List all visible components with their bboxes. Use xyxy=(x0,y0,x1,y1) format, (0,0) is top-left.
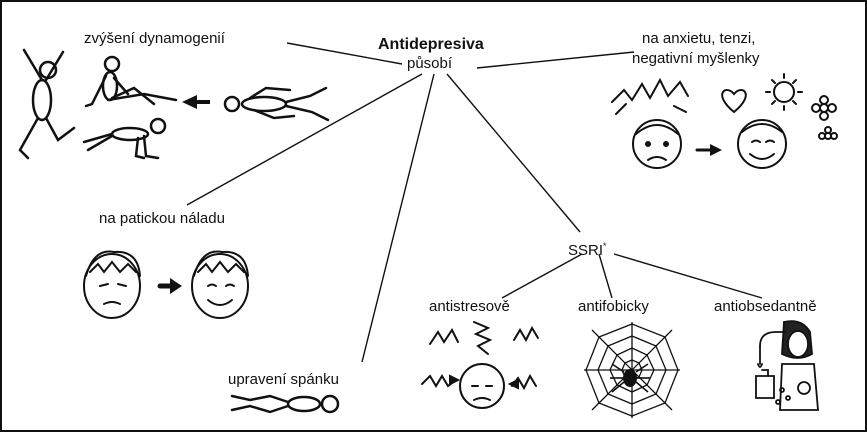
label-antiobsessive: antiobsedantně xyxy=(714,298,817,315)
antistress-head-illustration xyxy=(418,314,548,424)
soap-bottle-icon xyxy=(756,376,774,398)
label-ssri: SSRI* xyxy=(568,238,607,259)
line-to-ssri xyxy=(447,74,580,232)
lying-figure-illustration xyxy=(220,84,332,124)
line-ssri-antiobsessive xyxy=(614,254,762,298)
happy-face-icon xyxy=(738,120,786,168)
mood-faces-illustration xyxy=(74,242,264,322)
sun-icon xyxy=(774,82,794,102)
diagram-title: Antidepresiva xyxy=(378,36,484,53)
dancing-figure-illustration xyxy=(8,40,78,165)
anxiety-faces-illustration xyxy=(602,72,842,182)
label-anxiety-line2: negativní myšlenky xyxy=(632,50,760,67)
pushup-figure-illustration xyxy=(80,114,180,164)
anxiety-zigzag-icon xyxy=(612,80,688,102)
heart-icon xyxy=(722,90,746,112)
label-antistress: antistresově xyxy=(429,298,510,315)
ssri-text: SSRI xyxy=(568,242,603,259)
label-anxiety-line1: na anxietu, tenzi, xyxy=(642,30,755,47)
label-mood: na patickou náladu xyxy=(99,210,225,227)
line-ssri-antistress xyxy=(502,254,582,298)
center-label: působí xyxy=(407,55,452,72)
label-dynamogenie: zvýšení dynamogenií xyxy=(84,30,225,47)
girl-washing-hands-illustration xyxy=(752,318,832,418)
spider-web-illustration xyxy=(582,320,682,420)
sad-face-icon xyxy=(633,120,681,168)
ssri-footnote-mark: * xyxy=(603,241,607,251)
lightning-icon xyxy=(430,330,458,344)
line-to-anxiety xyxy=(477,52,634,68)
sitting-figure-illustration xyxy=(84,54,184,114)
line-ssri-antiphobic xyxy=(599,254,612,298)
stressed-head-icon xyxy=(460,364,504,408)
flower-icon xyxy=(820,104,828,112)
label-antiphobic: antifobicky xyxy=(578,298,649,315)
arrow-head-dynamo xyxy=(182,95,197,109)
sleeping-figure-illustration xyxy=(230,386,340,422)
